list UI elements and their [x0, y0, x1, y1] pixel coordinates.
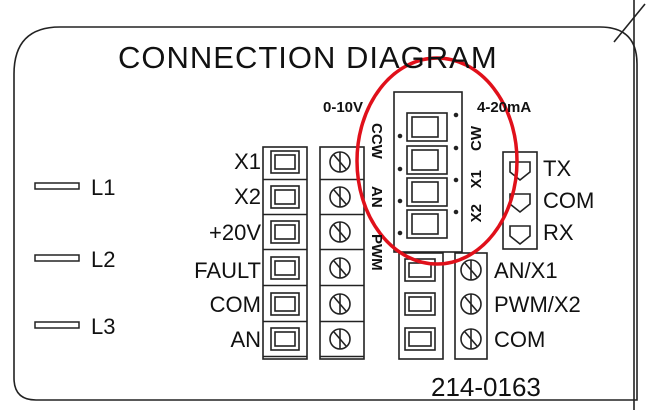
- left-screw-3: [329, 221, 351, 243]
- right-terminal-frame: [398, 252, 444, 360]
- dip-dot-right-1: [453, 112, 459, 118]
- left-terminal-2: [270, 185, 300, 209]
- left-terminal-frame: [262, 146, 308, 360]
- l1-label: L1: [91, 175, 116, 200]
- dip-dot-right-2: [453, 145, 459, 151]
- dip-dot-left-3: [397, 198, 403, 204]
- left-terminal-4: [270, 256, 300, 280]
- dip-label-0-10v: 0-10V: [323, 99, 364, 116]
- right-terminal-1: [404, 258, 436, 282]
- diagram-title: CONNECTION DIAGRAM: [118, 40, 498, 75]
- dip-label-x2: X2: [468, 204, 485, 223]
- comm-pin-1: [509, 161, 531, 182]
- right-terminal-block: [398, 252, 488, 360]
- terminal-label-x2: X2: [234, 184, 261, 209]
- dip-label-4-20ma: 4-20mA: [477, 99, 532, 116]
- right-terminal-inner-3: [408, 331, 432, 347]
- terminal-label-com: COM: [209, 292, 261, 317]
- corner-diagonal-line: [613, 3, 646, 43]
- dip-label-cw: CW: [468, 126, 485, 151]
- left-screw-4: [329, 257, 351, 279]
- terminal-label-pwm-x2: PWM/X2: [494, 292, 581, 317]
- dip-switch-block: [393, 91, 463, 253]
- left-terminal-1: [270, 150, 300, 174]
- terminal-label-an-x1: AN/X1: [494, 258, 558, 283]
- dip-dot-right-3: [453, 177, 459, 183]
- dip-dot-right-4: [453, 209, 459, 215]
- left-terminal-block: [262, 146, 308, 360]
- terminal-label-an: AN: [230, 327, 261, 352]
- dip-switch-lever-2: [411, 149, 439, 171]
- left-terminal-inner-6: [274, 331, 296, 347]
- dip-switch-lever-3: [411, 181, 439, 203]
- left-terminal-inner-1: [274, 154, 296, 170]
- l2-wire: [34, 254, 80, 262]
- terminal-label-plus20v: +20V: [209, 220, 261, 245]
- dip-switch-3: [406, 177, 448, 207]
- comm-label-tx: TX: [543, 156, 572, 181]
- dip-dot-left-2: [397, 166, 403, 172]
- dip-switch-lever-1: [411, 116, 439, 138]
- right-terminal-inner-1: [408, 262, 432, 278]
- dip-switch-highlight-oval: [355, 56, 519, 266]
- dip-label-pwm: PWM: [368, 234, 385, 271]
- left-terminal-inner-5: [274, 296, 296, 312]
- comm-connector: [502, 151, 538, 250]
- left-terminal-6: [270, 327, 300, 351]
- dip-dot-left-4: [397, 230, 403, 236]
- left-terminal-3: [270, 220, 300, 244]
- terminal-label-x1: X1: [234, 149, 261, 174]
- dip-dot-left-1: [397, 133, 403, 139]
- dip-label-ccw: CCW: [368, 123, 385, 159]
- left-terminal-inner-3: [274, 224, 296, 240]
- comm-label-rx: RX: [543, 220, 574, 245]
- right-terminal-inner-2: [408, 296, 432, 312]
- right-screw-2: [460, 293, 482, 315]
- right-terminal-2: [404, 292, 436, 316]
- dip-label-x1: X1: [468, 170, 485, 189]
- comm-pin-3: [509, 225, 531, 246]
- left-terminal-inner-2: [274, 189, 296, 205]
- terminal-label-com-right: COM: [494, 327, 546, 352]
- l3-label: L3: [91, 314, 116, 339]
- l1-wire: [34, 182, 80, 190]
- right-terminal-3: [404, 327, 436, 351]
- dip-switch-4: [406, 209, 448, 239]
- left-screw-5: [329, 293, 351, 315]
- left-screw-column: [319, 146, 365, 360]
- left-screw-2: [329, 186, 351, 208]
- right-screw-3: [460, 328, 482, 350]
- dip-label-an: AN: [368, 186, 385, 208]
- l2-label: L2: [91, 247, 116, 272]
- terminal-label-fault: FAULT: [194, 258, 261, 283]
- l3-wire: [34, 321, 80, 329]
- comm-connector-frame: [502, 151, 538, 250]
- left-terminal-inner-4: [274, 260, 296, 276]
- dip-switch-2: [406, 145, 448, 175]
- left-screw-frame: [319, 146, 365, 360]
- panel-outline: [13, 26, 638, 401]
- dip-switch-lever-4: [411, 213, 439, 235]
- comm-label-com: COM: [543, 188, 595, 213]
- left-screw-6: [329, 328, 351, 350]
- dip-switch-1: [406, 112, 448, 142]
- dip-switch-frame: [393, 91, 463, 253]
- right-screw-1: [460, 259, 482, 281]
- left-screw-1: [329, 151, 351, 173]
- left-terminal-5: [270, 292, 300, 316]
- part-number: 214-0163: [431, 372, 541, 402]
